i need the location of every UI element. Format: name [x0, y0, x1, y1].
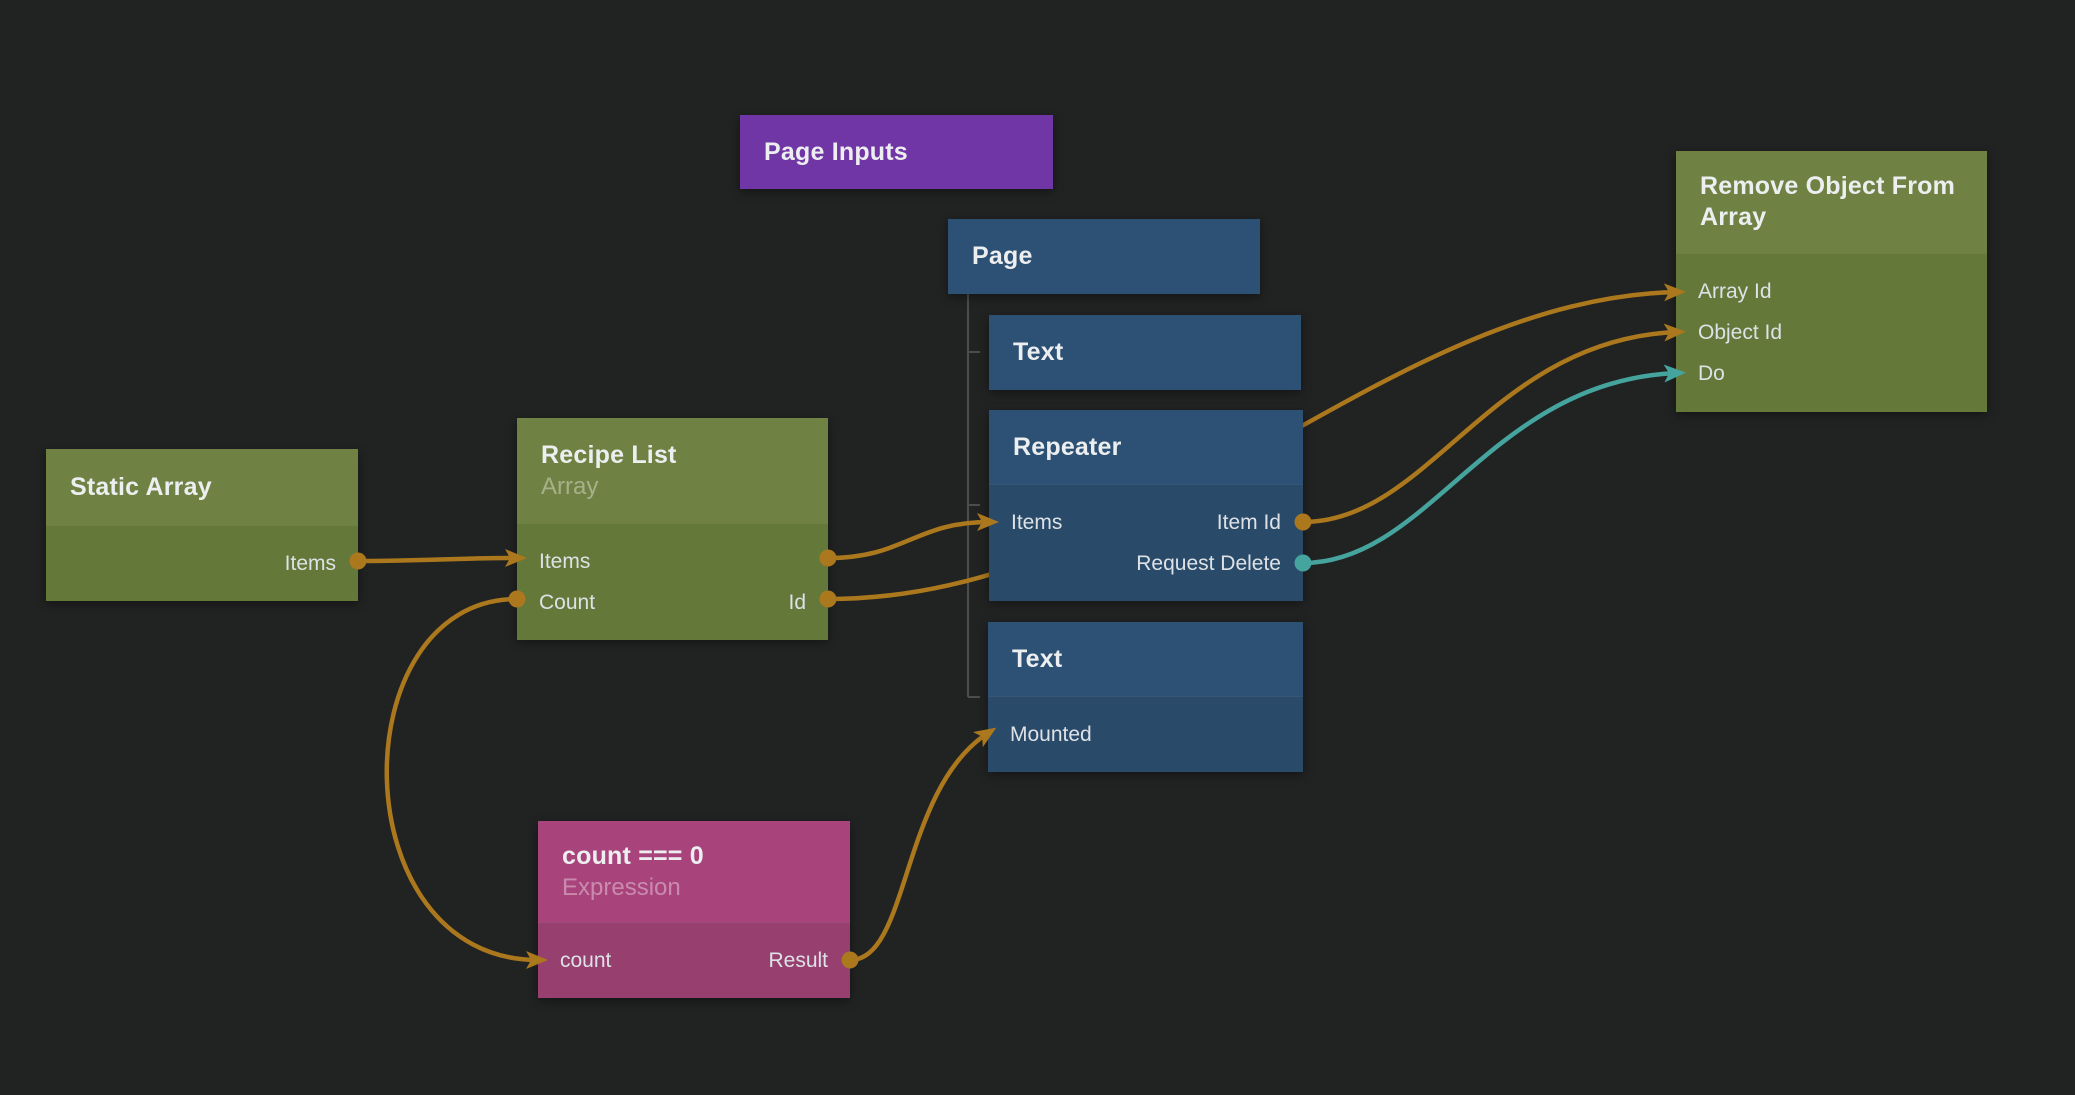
port-row: Items: [517, 541, 828, 582]
node-title: Text: [1012, 644, 1063, 673]
node-header: Static Array: [46, 449, 358, 525]
port-row: count Result: [538, 940, 850, 981]
node-body: Array Id Object Id Do: [1676, 253, 1987, 412]
node-body: Items Item Id Request Delete: [989, 484, 1303, 601]
node-title: Remove Object From Array: [1700, 172, 1956, 231]
node-header: Repeater: [989, 410, 1303, 484]
node-expression[interactable]: count === 0 Expression count Result: [538, 821, 850, 998]
connection-recipe-list-items-to-repeater-items[interactable]: [825, 519, 992, 561]
node-header: Recipe List Array: [517, 418, 828, 523]
port-repeater-items[interactable]: Items: [1011, 510, 1063, 534]
node-text-top[interactable]: Text: [989, 315, 1301, 390]
port-remove-object-id[interactable]: Object Id: [1698, 320, 1783, 344]
node-body: Items Count Id: [517, 523, 828, 640]
port-recipe-items[interactable]: Items: [539, 549, 591, 573]
node-title: Recipe List: [541, 440, 677, 469]
node-title: Page: [972, 242, 1033, 270]
node-title: Repeater: [1013, 432, 1122, 461]
port-row: Count Id: [517, 582, 828, 623]
port-recipe-id[interactable]: Id: [788, 590, 806, 614]
node-header: Text: [988, 622, 1303, 696]
port-text-mounted[interactable]: Mounted: [1010, 722, 1092, 746]
port-row: Do: [1676, 353, 1987, 394]
node-body: Items: [46, 525, 358, 601]
node-remove-object-from-array[interactable]: Remove Object From Array Array Id Object…: [1676, 151, 1987, 412]
port-static-array-items[interactable]: Items: [284, 551, 336, 575]
port-repeater-item-id[interactable]: Item Id: [1216, 510, 1281, 534]
node-static-array[interactable]: Static Array Items: [46, 449, 358, 601]
port-expression-count[interactable]: count: [560, 948, 612, 972]
node-header: Page: [948, 219, 1260, 294]
node-header: Text: [989, 315, 1301, 390]
port-remove-array-id[interactable]: Array Id: [1698, 279, 1772, 303]
port-row: Request Delete: [989, 543, 1303, 584]
hierarchy-tree-line: [967, 294, 980, 698]
port-row: Items Item Id: [989, 502, 1303, 543]
connection-repeater-request-delete-to-remove-do[interactable]: [1300, 370, 1679, 566]
port-repeater-request-delete[interactable]: Request Delete: [1136, 551, 1281, 575]
node-subtitle: Expression: [562, 873, 681, 901]
connection-expression-result-to-text-mounted[interactable]: [847, 730, 991, 963]
connection-static-array-items-to-recipe-list-items[interactable]: [355, 555, 520, 564]
node-title: Static Array: [70, 472, 212, 501]
port-remove-do[interactable]: Do: [1698, 361, 1725, 385]
node-recipe-list[interactable]: Recipe List Array Items Count Id: [517, 418, 828, 640]
node-text-bottom[interactable]: Text Mounted: [988, 622, 1303, 772]
node-title: count === 0: [562, 841, 704, 870]
node-repeater[interactable]: Repeater Items Item Id Request Delete: [989, 410, 1303, 601]
port-row: Object Id: [1676, 312, 1987, 353]
connection-repeater-item-id-to-remove-object-id[interactable]: [1300, 329, 1679, 525]
port-expression-result[interactable]: Result: [768, 948, 828, 972]
port-row: Array Id: [1676, 271, 1987, 312]
node-title: Text: [1013, 338, 1064, 366]
node-subtitle: Array: [541, 472, 599, 500]
port-row: Items: [46, 543, 358, 584]
port-row: Mounted: [988, 714, 1303, 755]
node-body: count Result: [538, 922, 850, 998]
node-header: Page Inputs: [740, 115, 1053, 189]
node-header: count === 0 Expression: [538, 821, 850, 922]
node-header: Remove Object From Array: [1676, 151, 1987, 253]
node-page[interactable]: Page: [948, 219, 1260, 294]
connection-recipe-list-count-to-expression-count[interactable]: [384, 596, 541, 963]
port-recipe-count[interactable]: Count: [539, 590, 596, 614]
node-page-inputs[interactable]: Page Inputs: [740, 115, 1053, 189]
node-title: Page Inputs: [764, 137, 908, 166]
node-body: Mounted: [988, 696, 1303, 772]
